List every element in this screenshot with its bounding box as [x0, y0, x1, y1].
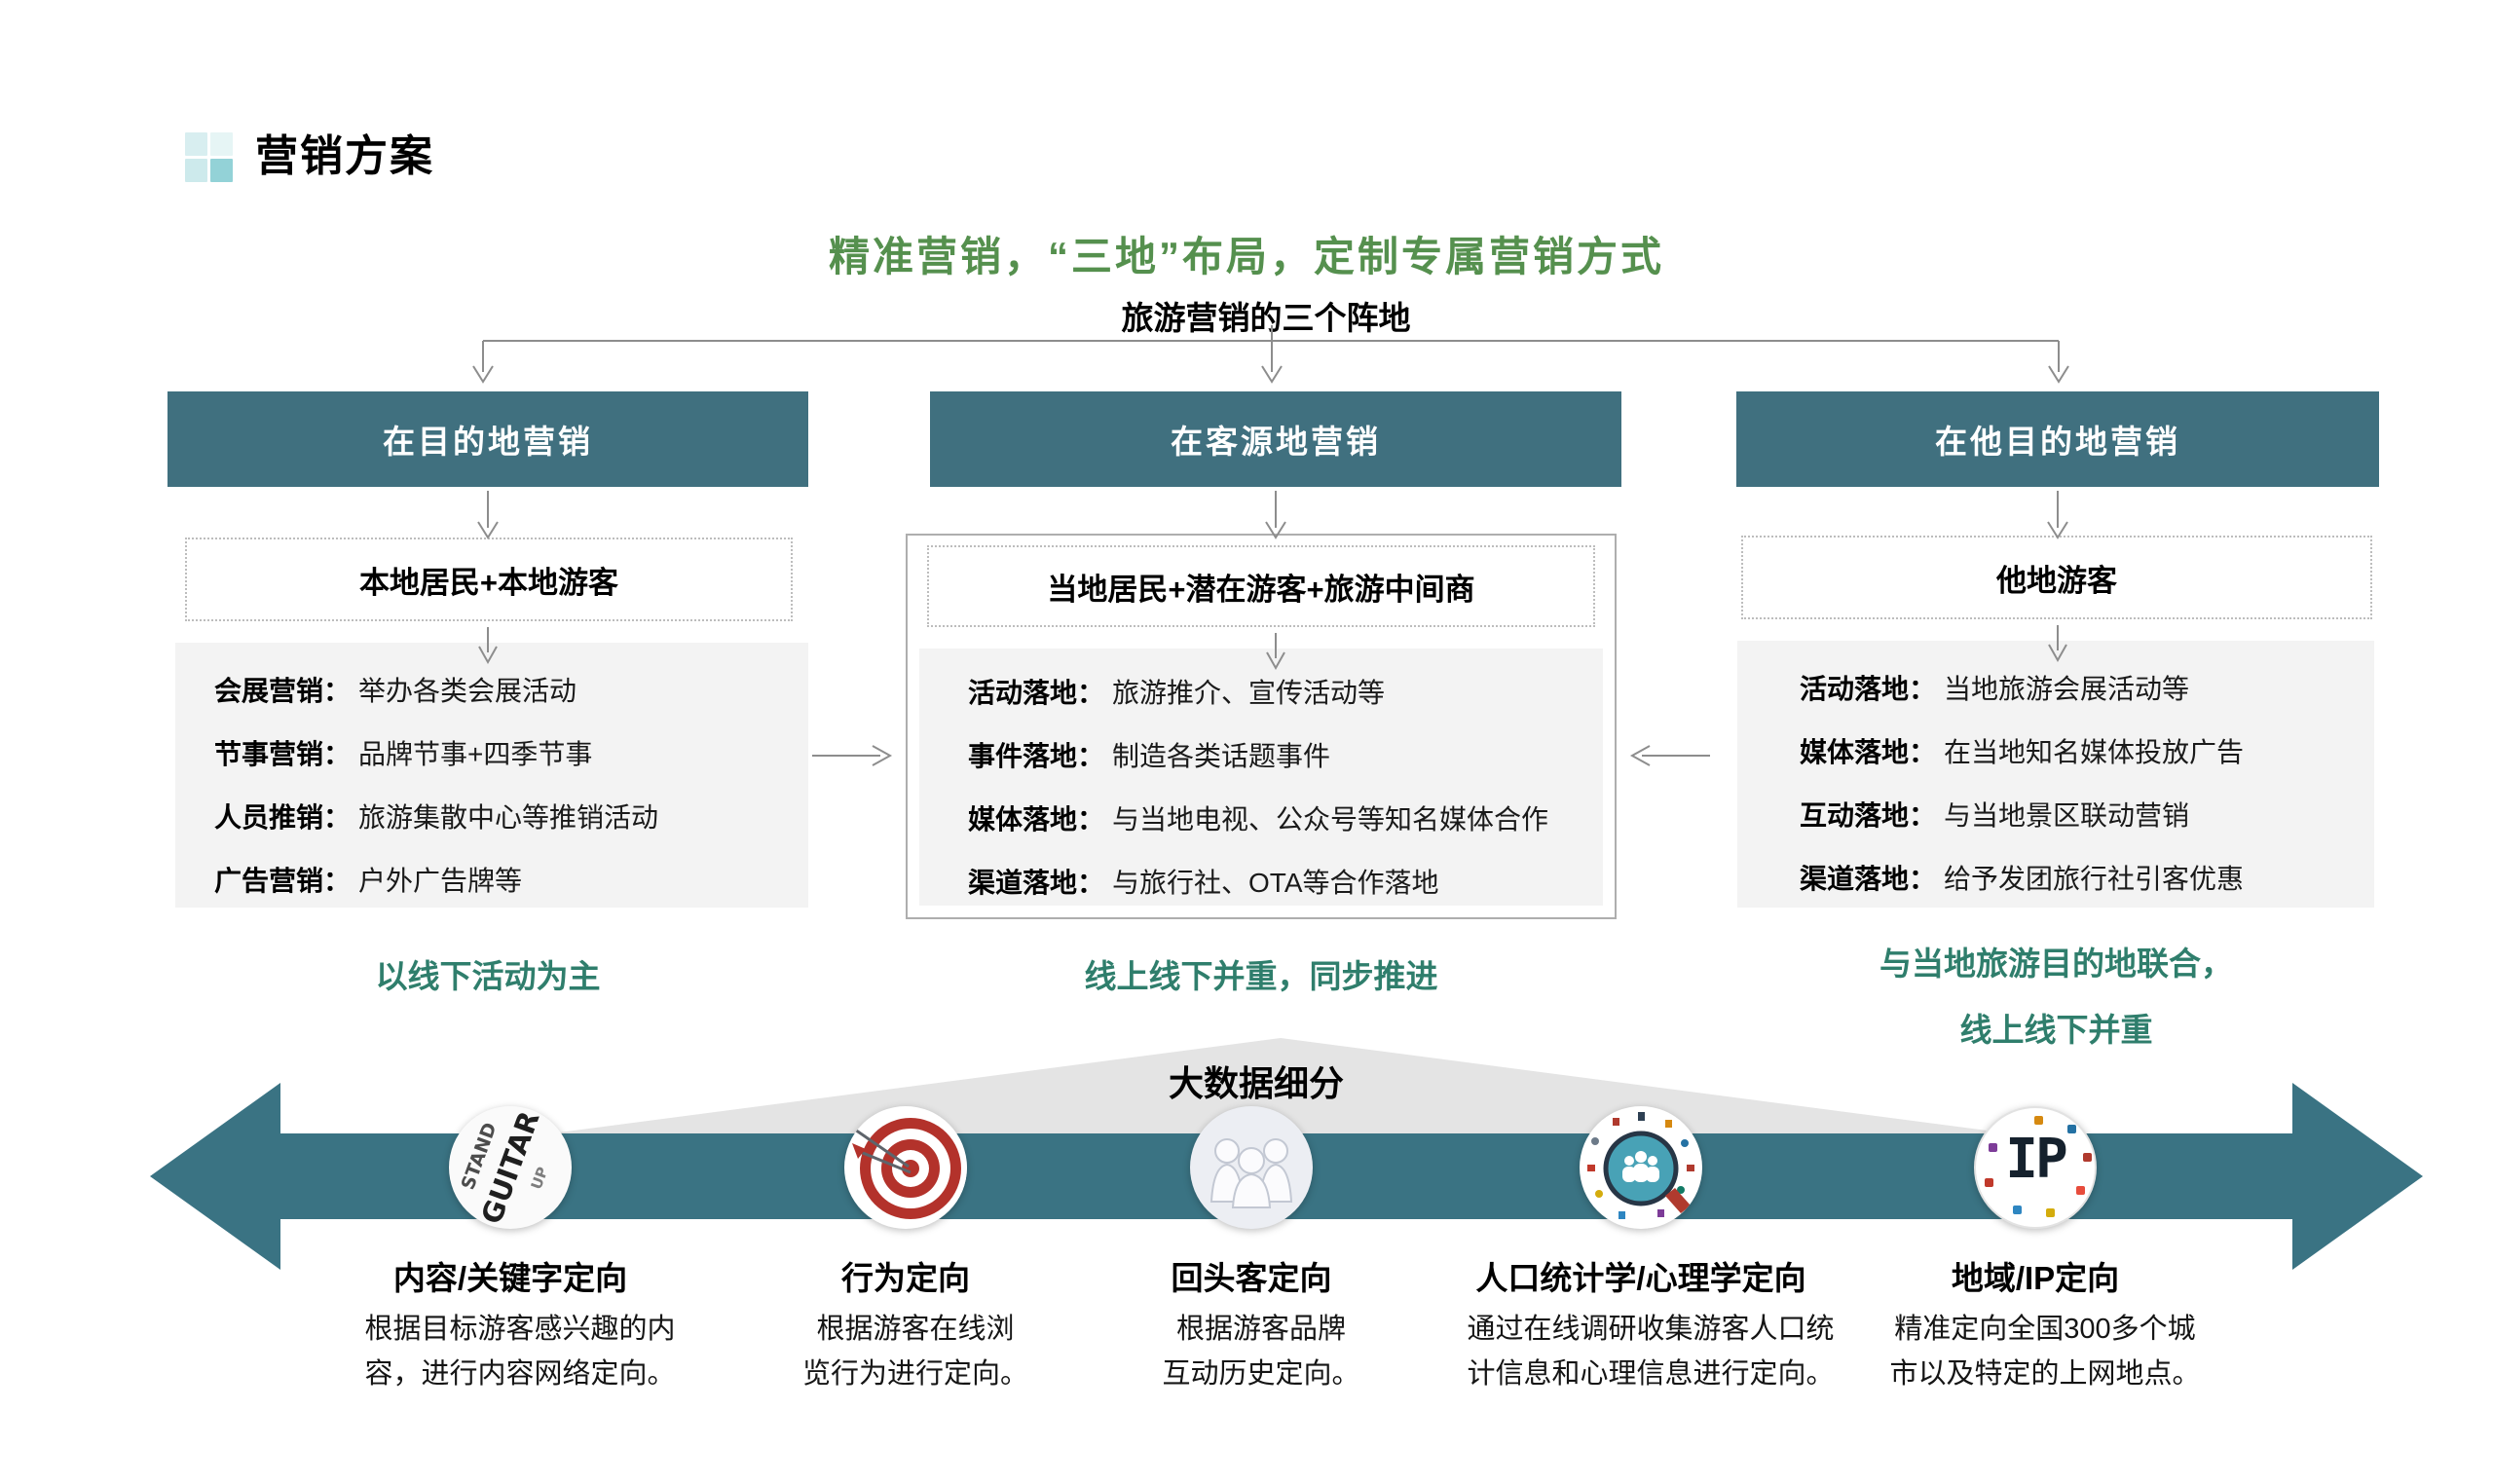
- column-header-destination: 在目的地营销: [167, 391, 808, 487]
- list-item: 媒体落地：与当地电视、公众号等知名媒体合作: [968, 800, 1593, 839]
- list-item-label: 活动落地：: [1800, 674, 1937, 704]
- target-label: 行为定向: [841, 1260, 970, 1296]
- sub-heading: 旅游营销的三个阵地: [1121, 300, 1411, 336]
- big-arrow-right-head: [2292, 1083, 2423, 1270]
- list-item-label: 活动落地：: [968, 678, 1105, 708]
- big-arrow-left-head: [150, 1083, 280, 1270]
- main-heading: 精准营销，“三地”布局，定制专属营销方式: [828, 234, 1664, 279]
- audience-box-destination: 本地居民+本地游客: [185, 538, 793, 621]
- list-item-text: 制造各类话题事件: [1112, 741, 1331, 771]
- target-desc: 精准定向全国300多个城 市以及特定的上网地点。: [1889, 1314, 2201, 1390]
- list-item-text: 举办各类会展活动: [358, 676, 577, 706]
- list-item-label: 渠道落地：: [1800, 864, 1937, 894]
- list-item: 会展营销：举办各类会展活动: [214, 672, 795, 711]
- target-desc: 根据游客品牌 互动历史定向。: [1162, 1314, 1360, 1390]
- page-title: 营销方案: [255, 132, 434, 180]
- list-item-text: 品牌节事+四季节事: [358, 739, 593, 769]
- audience-box-source: 当地居民+潜在游客+旅游中间商: [927, 545, 1595, 627]
- list-item-text: 与旅行社、OTA等合作落地: [1112, 868, 1439, 898]
- list-item-label: 会展营销：: [214, 676, 352, 706]
- dartboard-icon: [844, 1106, 967, 1229]
- people-group-icon: [1190, 1106, 1313, 1229]
- list-item: 人员推销：旅游集散中心等推销活动: [214, 798, 795, 837]
- list-item: 广告营销：户外广告牌等: [214, 862, 795, 901]
- list-item-text: 当地旅游会展活动等: [1944, 674, 2190, 704]
- list-item-label: 互动落地：: [1800, 800, 1937, 831]
- target-label: 回头客定向: [1171, 1260, 1332, 1296]
- logo-squares-icon: [185, 132, 233, 183]
- list-item: 事件落地：制造各类话题事件: [968, 737, 1593, 776]
- list-item: 活动落地：当地旅游会展活动等: [1800, 670, 2364, 709]
- marketing-list-other-destination: 活动落地：当地旅游会展活动等 媒体落地：在当地知名媒体投放广告 互动落地：与当地…: [1737, 641, 2374, 908]
- marketing-list-source: 活动落地：旅游推介、宣传活动等 事件落地：制造各类话题事件 媒体落地：与当地电视…: [919, 649, 1603, 906]
- magnifier-demographics-icon: [1580, 1106, 1702, 1229]
- audience-box-other-destination: 他地游客: [1741, 536, 2372, 619]
- list-item-text: 给予发团旅行社引客优惠: [1944, 864, 2245, 894]
- column-caption-destination: 以线下活动为主: [375, 958, 601, 994]
- list-item: 渠道落地：给予发团旅行社引客优惠: [1800, 860, 2364, 899]
- list-item-label: 渠道落地：: [968, 868, 1105, 898]
- list-item-text: 与当地景区联动营销: [1944, 800, 2190, 831]
- column-header-other-destination: 在他目的地营销: [1736, 391, 2379, 487]
- wordcloud-word: UP: [527, 1164, 552, 1192]
- list-item: 活动落地：旅游推介、宣传活动等: [968, 674, 1593, 713]
- list-item: 节事营销：品牌节事+四季节事: [214, 735, 795, 774]
- list-item: 互动落地：与当地景区联动营销: [1800, 797, 2364, 835]
- list-item-text: 旅游推介、宣传活动等: [1112, 678, 1386, 708]
- list-item-text: 旅游集散中心等推销活动: [358, 802, 659, 833]
- target-desc: 根据目标游客感兴趣的内 容，进行内容网络定向。: [364, 1314, 676, 1390]
- list-item-text: 与当地电视、公众号等知名媒体合作: [1112, 804, 1549, 835]
- target-label: 内容/关键字定向: [392, 1260, 628, 1296]
- list-item-label: 媒体落地：: [968, 804, 1105, 835]
- bigdata-title: 大数据细分: [1168, 1063, 1344, 1103]
- target-desc: 通过在线调研收集游客人口统 计信息和心理信息进行定向。: [1467, 1314, 1835, 1390]
- list-item-text: 户外广告牌等: [358, 866, 523, 896]
- wordcloud-guitar-icon: GUITAR STAND UP: [449, 1106, 572, 1229]
- target-label: 人口统计学/心理学定向: [1475, 1260, 1806, 1296]
- ip-icon: IP: [1974, 1106, 2097, 1229]
- marketing-list-destination: 会展营销：举办各类会展活动 节事营销：品牌节事+四季节事 人员推销：旅游集散中心…: [175, 643, 808, 908]
- column-caption-other-destination: 与当地旅游目的地联合， 线上线下并重: [1879, 946, 2233, 1048]
- list-item-label: 人员推销：: [214, 802, 352, 833]
- target-desc: 根据游客在线浏 览行为进行定向。: [801, 1314, 1028, 1390]
- list-item: 渠道落地：与旅行社、OTA等合作落地: [968, 864, 1593, 903]
- list-item-label: 事件落地：: [968, 741, 1105, 771]
- list-item-label: 广告营销：: [214, 866, 352, 896]
- column-caption-source: 线上线下并重，同步推进: [1084, 958, 1438, 994]
- list-item-label: 节事营销：: [214, 739, 352, 769]
- list-item: 媒体落地：在当地知名媒体投放广告: [1800, 733, 2364, 772]
- list-item-text: 在当地知名媒体投放广告: [1944, 737, 2245, 767]
- list-item-label: 媒体落地：: [1800, 737, 1937, 767]
- column-header-source: 在客源地营销: [930, 391, 1621, 487]
- ip-text: IP: [2005, 1128, 2067, 1191]
- target-label: 地域/IP定向: [1951, 1260, 2120, 1296]
